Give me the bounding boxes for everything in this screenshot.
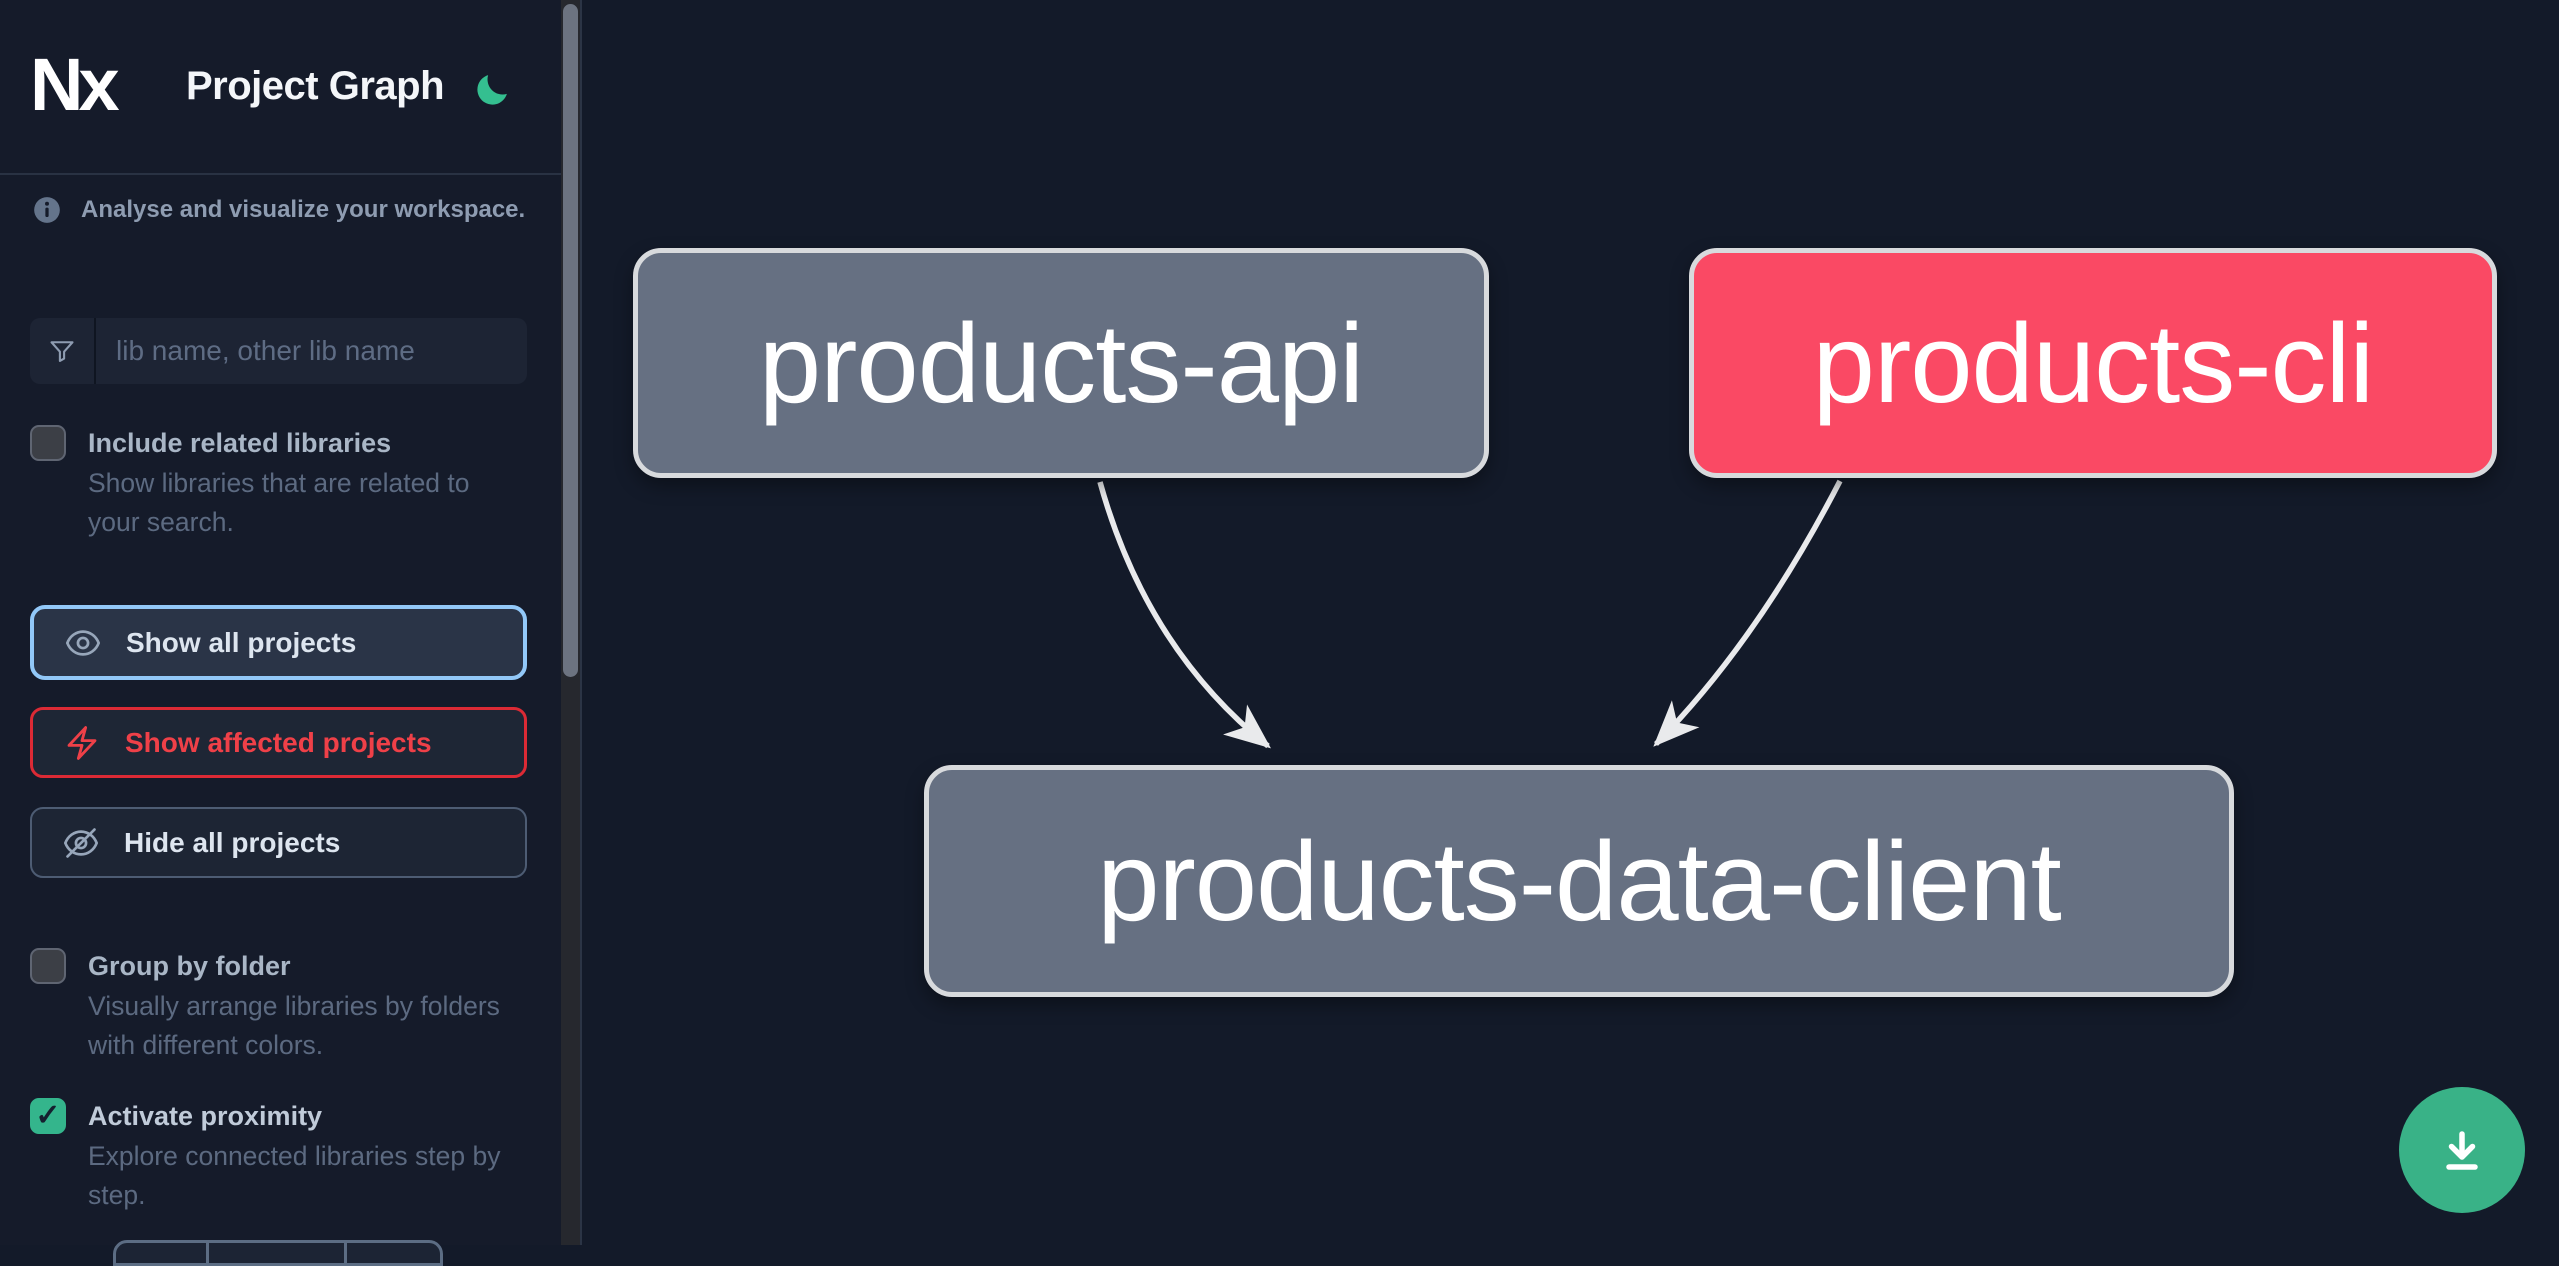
graph-node-products-cli[interactable]: products-cli [1689,248,2497,478]
graph-canvas[interactable] [582,0,2559,1245]
sidebar-scrollbar-thumb[interactable] [563,4,578,677]
activate-proximity-label[interactable]: Activate proximity [88,1101,323,1131]
graph-node-products-data-client[interactable]: products-data-client [924,765,2234,997]
activate-proximity-checkbox[interactable]: ✓ [30,1098,66,1134]
bolt-icon [67,725,97,760]
stepper-decrement-segment[interactable] [116,1243,209,1263]
toggle-group-by-folder: Group by folder Visually arrange librari… [30,946,530,1065]
show-all-projects-button[interactable]: Show all projects [30,605,527,680]
page-title: Project Graph [186,64,445,108]
include-related-checkbox[interactable] [30,425,66,461]
funnel-icon [50,341,74,362]
info-icon [34,197,60,223]
search-input[interactable] [96,318,527,384]
proximity-stepper[interactable] [113,1240,443,1266]
stepper-value-segment [209,1243,347,1263]
download-icon [2446,1131,2478,1170]
download-image-button[interactable] [2399,1087,2525,1213]
toggle-activate-proximity: ✓ Activate proximity Explore connected l… [30,1096,530,1215]
filter-icon-cell [30,318,96,384]
hide-all-projects-button[interactable]: Hide all projects [30,807,527,878]
eye-icon [65,629,101,656]
include-related-description: Show libraries that are related to your … [88,468,470,537]
node-label: products-data-client [1097,818,2062,944]
graph-node-products-api[interactable]: products-api [633,248,1489,478]
show-affected-projects-label: Show affected projects [125,726,432,758]
node-label: products-api [758,300,1364,426]
show-affected-projects-button[interactable]: Show affected projects [30,707,527,778]
group-by-folder-checkbox[interactable] [30,948,66,984]
sidebar: Nx Project Graph Analyse and visualize y… [0,0,580,1266]
show-all-projects-label: Show all projects [126,626,357,658]
sidebar-header: Nx Project Graph [0,0,561,175]
include-related-label[interactable]: Include related libraries [88,428,392,458]
tagline-text: Analyse and visualize your workspace. [81,196,526,223]
group-by-folder-description: Visually arrange libraries by folders wi… [88,991,500,1060]
workspace-tagline: Analyse and visualize your workspace. [33,196,533,224]
sidebar-divider [580,0,582,1245]
moon-icon [477,75,507,105]
toggle-include-related: Include related libraries Show libraries… [30,423,530,542]
activate-proximity-description: Explore connected libraries step by step… [88,1141,501,1210]
search-box [30,318,527,384]
hide-all-projects-label: Hide all projects [124,826,341,858]
check-icon: ✓ [35,1099,61,1132]
theme-toggle-button[interactable] [471,69,513,111]
sidebar-scrollbar-track[interactable] [561,0,580,1245]
nx-logo: Nx [30,43,120,126]
group-by-folder-label[interactable]: Group by folder [88,951,291,981]
node-label: products-cli [1812,300,2375,426]
eye-off-icon [63,827,99,858]
